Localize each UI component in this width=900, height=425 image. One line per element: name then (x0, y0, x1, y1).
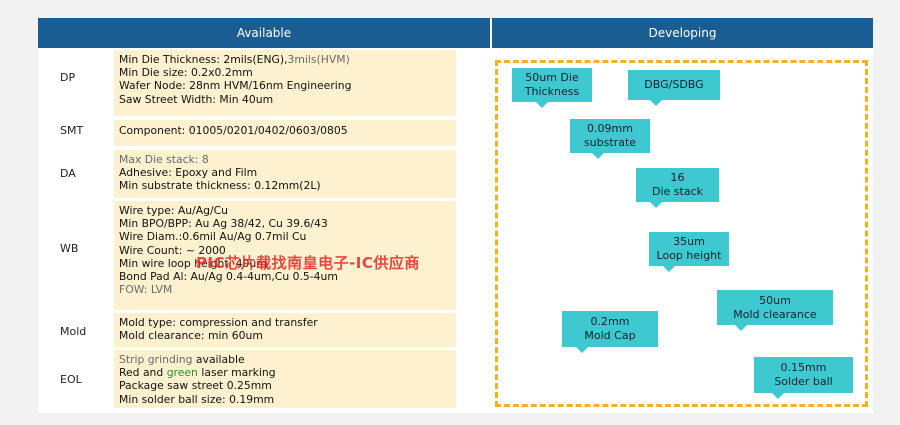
cell-dp: Min Die Thickness: 2mils(ENG),3mils(HVM)… (114, 50, 456, 116)
row-label-da: DA (60, 167, 76, 180)
callout-tail (650, 202, 662, 208)
text-line: Min solder ball size: 0.19mm (119, 392, 275, 406)
cell-smt: Component: 01005/0201/0402/0603/0805 (114, 120, 456, 146)
row-label-eol: EOL (60, 373, 82, 386)
header-developing: Developing (492, 18, 873, 48)
developing-dashed-frame (495, 60, 868, 407)
text-line: Min BPO/BPP: Au Ag 38/42, Cu 39.6/43 (119, 217, 328, 231)
callout-tail (772, 393, 784, 399)
text-line: Bond Pad Al: Au/Ag 0.4-4um,Cu 0.5-4um (119, 270, 338, 284)
text-line: Package saw street 0.25mm (119, 379, 272, 393)
text-line: Mold clearance: min 60um (119, 329, 263, 343)
text-line: Min Die size: 0.2x0.2mm (119, 66, 253, 80)
callout-line: substrate (583, 136, 637, 149)
callout-line: Mold clearance (733, 307, 817, 321)
text-line: Red and (119, 366, 167, 380)
callout-line: 0.09mm (587, 122, 633, 135)
cell-da: Max Die stack: 8 Adhesive: Epoxy and Fil… (114, 150, 456, 198)
callout-line: Thickness (524, 85, 580, 98)
callout-tail (650, 100, 662, 106)
callout-line: Mold Cap (584, 329, 636, 342)
row-label-mold: Mold (60, 325, 87, 338)
cell-eol: Strip grinding available Red and green l… (114, 350, 456, 408)
text-line: Strip grinding (119, 353, 193, 366)
text-line: Wafer Node: 28nm HVM/16nm Engineering (119, 79, 352, 93)
text-line: FOW: LVM (119, 283, 173, 297)
text-line: Min wire loop height: 40um (119, 256, 267, 270)
callout-tail (663, 266, 675, 272)
callout-line: Solder ball (774, 375, 833, 388)
callout-line: 0.2mm (590, 315, 630, 328)
callout-line: 16 (670, 171, 685, 184)
text-line: available (192, 353, 245, 366)
callout-line: 35um (673, 235, 705, 248)
text-line: Wire Count: ~ 2000 (119, 243, 226, 257)
text-line: Max Die stack: 8 (119, 153, 209, 166)
watermark-text: PIC芯片载找南皇电子-IC供应商 (196, 254, 420, 272)
text-line: Min substrate thickness: 0.12mm(2L) (119, 179, 321, 193)
text-line: Wire type: Au/Ag/Cu (119, 204, 229, 217)
callout-tail (592, 153, 604, 159)
text-line: green (166, 366, 198, 380)
text-line: Wire Diam.:0.6mil Au/Ag 0.7mil Cu (119, 230, 307, 244)
cell-mold: Mold type: compression and transfer Mold… (114, 313, 456, 347)
row-label-wb: WB (60, 242, 79, 255)
row-label-smt: SMT (60, 124, 84, 137)
text-line: Saw Street Width: Min 40um (119, 92, 274, 106)
callout-line: DBG/SDBG (644, 78, 704, 91)
callout-line: Die stack (652, 185, 703, 198)
callout-line: Loop height (656, 249, 722, 262)
text-line: Component: 01005/0201/0402/0603/0805 (119, 124, 348, 137)
callout-tail (735, 325, 747, 331)
text-line: 3mils(HVM) (287, 53, 350, 66)
row-label-dp: DP (60, 71, 76, 84)
text-line: Adhesive: Epoxy and Film (119, 166, 258, 180)
callout-line: 50um (759, 293, 791, 307)
callout-dbg-sdbg: DBG/SDBG (628, 70, 720, 106)
header-available: Available (38, 18, 490, 48)
text-line: Min Die Thickness: 2mils(ENG), (119, 53, 288, 66)
callout-tail (536, 102, 548, 108)
text-line: laser marking (197, 366, 276, 380)
callout-line: 0.15mm (780, 361, 827, 374)
callout-tail (576, 347, 588, 353)
text-line: Mold type: compression and transfer (119, 316, 318, 329)
cell-wb: Wire type: Au/Ag/Cu Min BPO/BPP: Au Ag 3… (114, 201, 456, 310)
callout-line: 50um Die (525, 71, 579, 84)
